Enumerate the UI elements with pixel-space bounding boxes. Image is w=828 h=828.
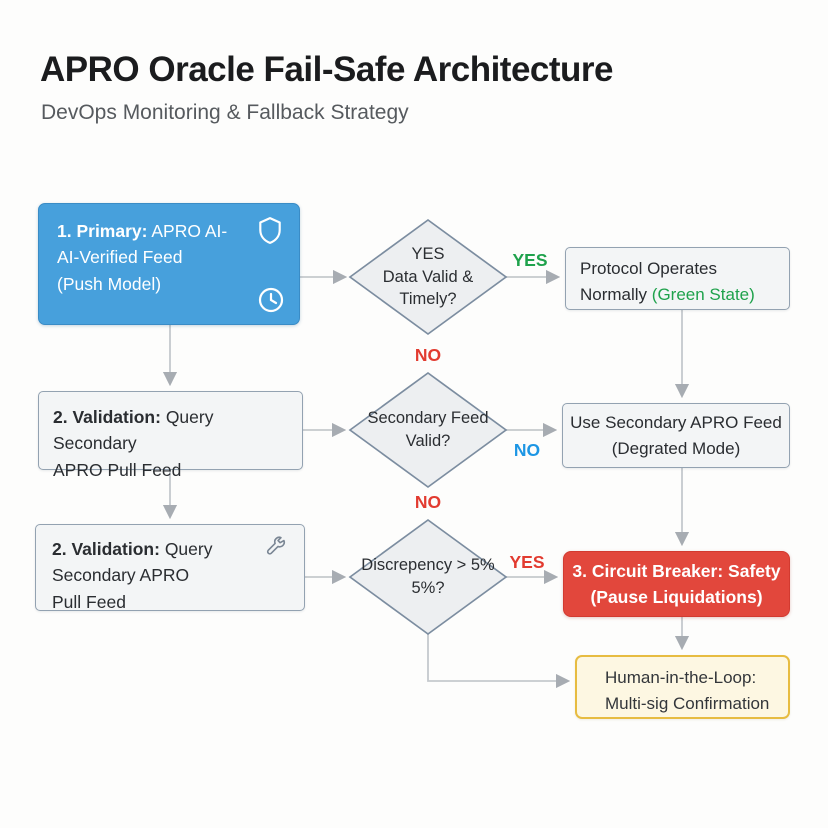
node-human-in-loop-line2: Multi-sig Confirmation: [605, 693, 770, 713]
page-subtitle: DevOps Monitoring & Fallback Strategy: [41, 101, 409, 124]
decision-data-valid: YES Data Valid & Timely?: [350, 222, 506, 332]
edge-label-yes-green: YES: [512, 250, 548, 270]
node-primary-feed: 1. Primary: APRO AI- AI-Verified Feed (P…: [38, 203, 300, 325]
node-primary-feed-line1: 1. Primary: APRO AI-: [57, 221, 228, 241]
node-validation-query-line1: 2. Validation: Query Secondary: [53, 407, 214, 454]
node-protocol-normal: Protocol Operates Normally (Green State): [565, 247, 790, 310]
node-validation-query-2-line2: Secondary APRO: [52, 565, 190, 586]
decision-discrepancy-line2: 5%?: [411, 579, 445, 597]
edge-label-no-blue: NO: [513, 440, 541, 460]
node-primary-feed-line2: AI-Verified Feed: [57, 247, 183, 268]
node-primary-feed-line3: (Push Model): [57, 273, 162, 294]
edge-label-yes-red: YES: [509, 552, 545, 572]
node-validation-query-2-line1: 2. Validation: Query: [52, 539, 213, 559]
shield-icon: [259, 217, 281, 244]
decision-discrepancy-shape: [348, 518, 508, 636]
decision-data-valid-shape: [348, 218, 508, 336]
node-validation-query-line2: APRO Pull Feed: [53, 459, 182, 480]
node-validation-query-2-line3: Pull Feed: [52, 591, 126, 612]
node-validation-query-2: 2. Validation: Query Secondary APRO Pull…: [35, 524, 305, 612]
decision-data-valid-line3: Timely?: [399, 290, 457, 309]
edge-decision3-to-humanloop: [427, 634, 571, 689]
decision-secondary-valid-shape: [348, 371, 508, 489]
node-human-in-loop-line1: Human-in-the-Loop:: [605, 668, 757, 687]
node-use-secondary: Use Secondary APRO Feed (Degrated Mode): [562, 403, 790, 468]
green-state-text: (Green State): [651, 284, 755, 304]
edge-label-no-red-2: NO: [414, 492, 442, 512]
node-use-secondary-line2: (Degrated Mode): [611, 438, 741, 458]
decision-discrepancy-line1: Discrepency > 5%: [361, 556, 495, 575]
decision-secondary-valid: Secondary Feed Valid?: [350, 375, 506, 485]
decision-data-valid-line2: Data Valid &: [382, 267, 474, 286]
decision-secondary-valid-line2: Valid?: [405, 432, 451, 450]
node-protocol-normal-line2: Normally (Green State): [580, 284, 755, 304]
node-use-secondary-line1: Use Secondary APRO Feed: [570, 413, 782, 432]
node-validation-query: 2. Validation: Query Secondary APRO Pull…: [38, 391, 303, 480]
wrench-icon: [266, 536, 286, 555]
decision-data-valid-line1: YES: [411, 244, 445, 263]
edge-label-no-red-1: NO: [414, 345, 442, 365]
node-protocol-normal-line1: Protocol Operates: [580, 259, 718, 278]
clock-icon: [258, 287, 284, 313]
node-circuit-breaker-line1: 3. Circuit Breaker: Safety: [572, 560, 781, 581]
node-circuit-breaker: 3. Circuit Breaker: Safety (Pause Liquid…: [563, 551, 790, 617]
decision-discrepancy: Discrepency > 5% 5%?: [344, 522, 512, 632]
node-circuit-breaker-line2: (Pause Liquidations): [590, 587, 763, 607]
node-human-in-loop: Human-in-the-Loop: Multi-sig Confirmatio…: [575, 655, 790, 719]
page-title: APRO Oracle Fail-Safe Architecture: [40, 50, 614, 89]
node-primary-feed-label: 1. Primary:: [57, 221, 148, 241]
decision-secondary-valid-line1: Secondary Feed: [367, 409, 489, 428]
